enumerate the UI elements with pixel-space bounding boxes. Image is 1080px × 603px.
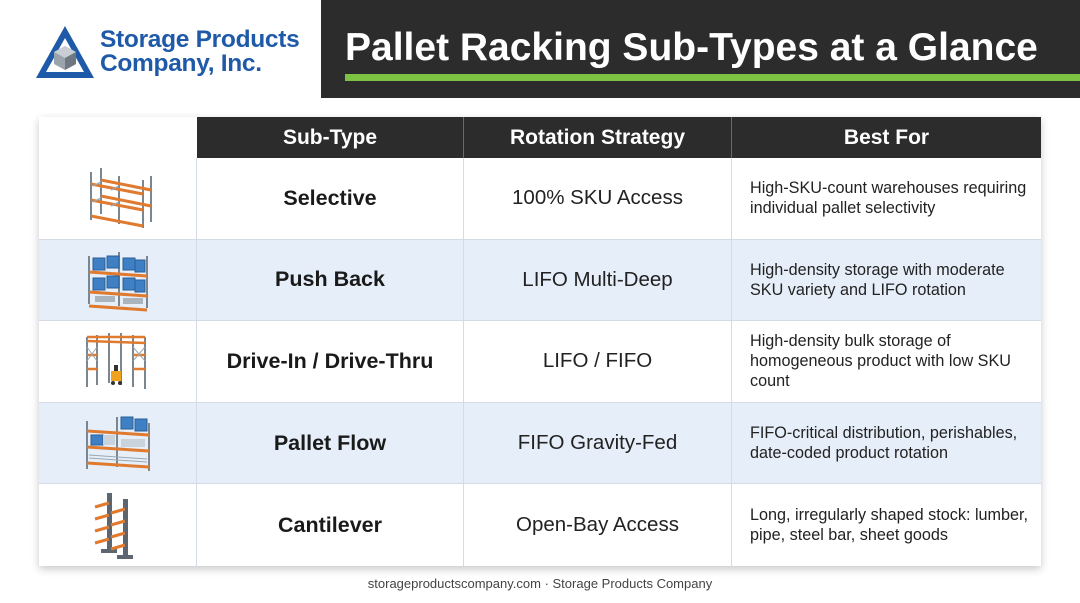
row-rotation-strategy: LIFO / FIFO [464,321,732,402]
row-sub-type: Selective [197,158,464,239]
row-image-cell [39,321,197,402]
row-rotation-strategy: FIFO Gravity-Fed [464,402,732,484]
row-rotation-strategy: LIFO Multi-Deep [464,239,732,321]
header-rotation-strategy: Rotation Strategy [464,117,732,158]
row-sub-type: Drive-In / Drive-Thru [197,321,464,402]
header-best-for: Best For [843,125,930,149]
title-bar: Pallet Racking Sub-Types at a Glance [321,0,1080,98]
drive-in-rack-icon [85,333,146,390]
cantilever-rack-icon [94,493,133,560]
table-row: Cantilever Open-Bay Access Long, irregul… [39,484,1041,566]
row-rotation-strategy: Open-Bay Access [464,484,732,566]
row-sub-type: Cantilever [197,484,464,566]
pallet-flow-rack-icon [85,416,150,472]
row-sub-type: Pallet Flow [197,402,464,484]
row-image-cell [39,239,197,321]
header-blank-cell [39,117,197,158]
table-row: Push Back LIFO Multi-Deep High-density s… [39,239,1041,322]
row-sub-type: Push Back [197,239,464,321]
selective-rack-icon [89,168,152,229]
row-image-cell [39,158,197,239]
logo-pyramid-icon [36,26,94,78]
row-rotation-strategy: 100% SKU Access [464,158,732,239]
table-row: Pallet Flow FIFO Gravity-Fed FIFO-critic… [39,402,1041,485]
table-body: Selective 100% SKU Access High-SKU-count… [39,158,1041,566]
title-underline [345,74,1080,81]
table-row: Selective 100% SKU Access High-SKU-count… [39,158,1041,240]
row-best-for: FIFO-critical distribution, perishables,… [750,424,1018,463]
row-best-for: High-density bulk storage of homogeneous… [750,332,1011,391]
company-logo: Storage Products Company, Inc. [34,24,300,80]
row-image-cell [39,402,197,484]
table-header: Sub-Type Rotation Strategy Best For [197,117,1041,158]
comparison-table: Sub-Type Rotation Strategy Best For [39,117,1041,566]
push-back-rack-icon [87,251,148,312]
footer-credit: storageproductscompany.com · Storage Pro… [367,576,713,591]
table-row: Drive-In / Drive-Thru LIFO / FIFO High-d… [39,321,1041,403]
row-image-cell [39,484,197,566]
page-title: Pallet Racking Sub-Types at a Glance [345,26,1038,69]
header-sub-type: Sub-Type [197,117,464,158]
row-best-for: High-SKU-count warehouses requiring indi… [750,179,1027,218]
logo-line-1: Storage Products [100,26,300,53]
row-best-for: High-density storage with moderate SKU v… [750,260,1005,299]
logo-line-2: Company, Inc. [100,50,262,77]
row-best-for: Long, irregularly shaped stock: lumber, … [750,506,1029,545]
